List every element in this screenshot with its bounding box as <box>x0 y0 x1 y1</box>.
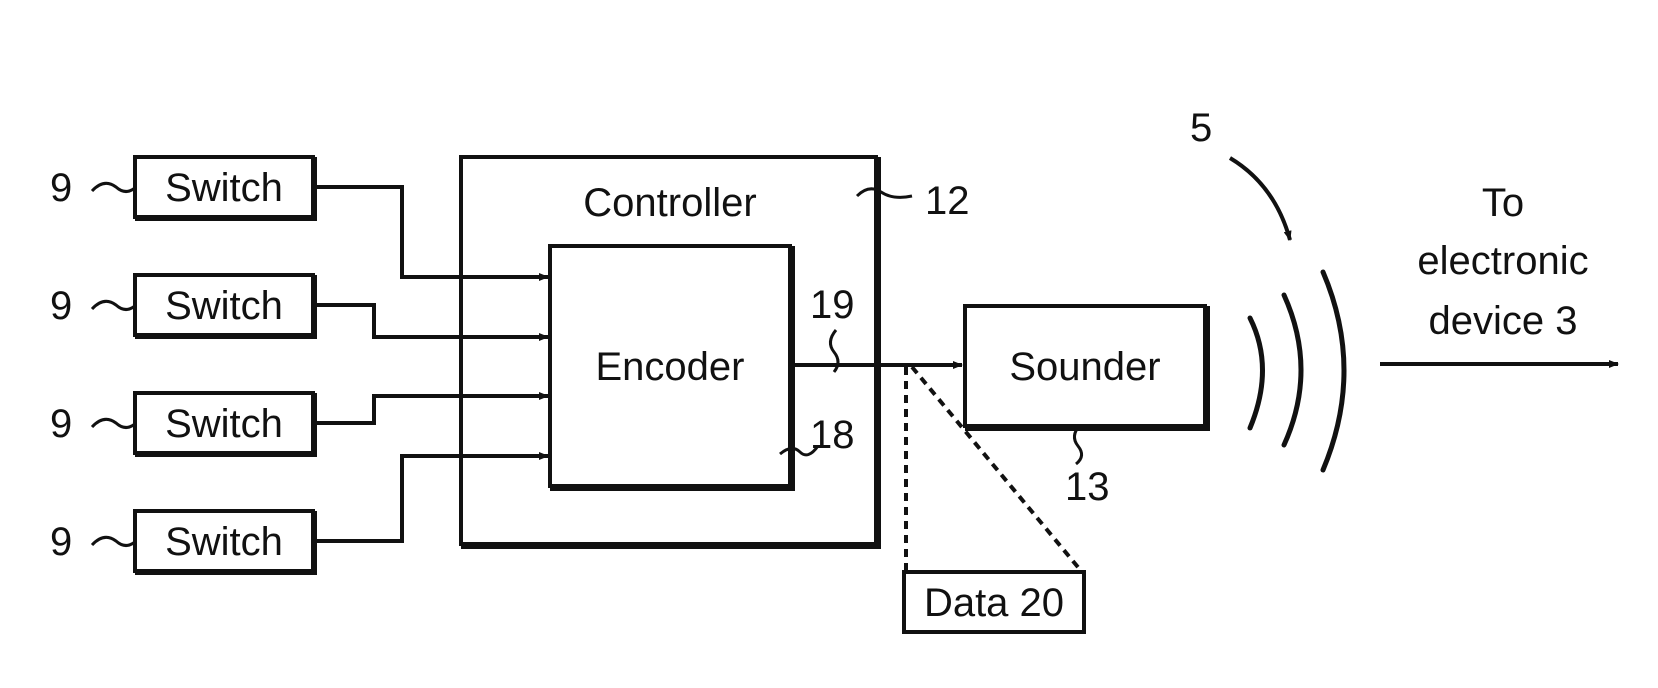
sound-waves-icon <box>1250 272 1344 470</box>
switch-1-ref: 9 <box>50 166 72 210</box>
sounder-block: Sounder <box>965 306 1210 431</box>
switch-2-ref-leader <box>92 301 136 309</box>
data-label: Data 20 <box>924 581 1064 625</box>
sounder-label: Sounder <box>1009 345 1160 389</box>
encoder-ref: 18 <box>810 413 855 457</box>
switch-1-label: Switch <box>165 166 283 210</box>
switch-2: Switch <box>135 275 317 339</box>
switch-2-label: Switch <box>165 284 283 328</box>
sounder-ref: 13 <box>1065 465 1110 509</box>
sound-wave-outer <box>1323 272 1344 470</box>
switch-4: Switch <box>135 511 317 575</box>
controller-ref: 12 <box>925 179 970 223</box>
switch-4-label: Switch <box>165 520 283 564</box>
switch-3: Switch <box>135 393 317 457</box>
encoder-block: Encoder <box>550 246 795 491</box>
switch-4-ref: 9 <box>50 520 72 564</box>
encoder-label: Encoder <box>596 345 745 389</box>
sound-wave-ref: 5 <box>1190 106 1212 150</box>
switch-1-ref-leader <box>92 183 136 191</box>
switch-4-ref-leader <box>92 537 136 545</box>
controller-label: Controller <box>583 181 756 225</box>
encoder-output-ref: 19 <box>810 283 855 327</box>
sound-wave-inner <box>1250 318 1263 428</box>
switch-3-label: Switch <box>165 402 283 446</box>
switch-1: Switch <box>135 157 317 221</box>
switch-2-ref: 9 <box>50 284 72 328</box>
destination-line-3: device 3 <box>1429 299 1578 343</box>
destination-line-1: To <box>1482 181 1524 225</box>
switch-3-ref: 9 <box>50 402 72 446</box>
sound-wave-ref-arrow <box>1230 158 1290 240</box>
switch-3-ref-leader <box>92 419 136 427</box>
destination-line-2: electronic <box>1417 239 1588 283</box>
sound-wave-middle <box>1284 295 1301 445</box>
